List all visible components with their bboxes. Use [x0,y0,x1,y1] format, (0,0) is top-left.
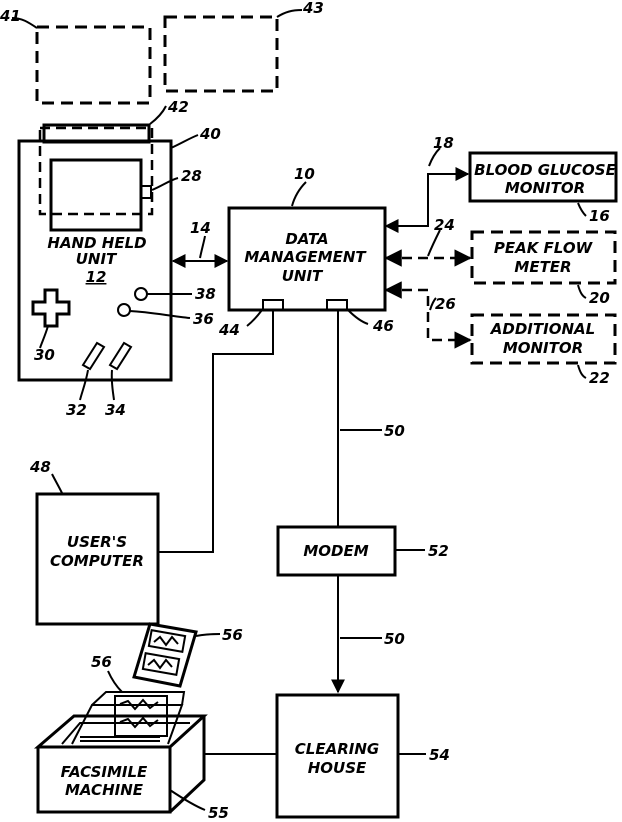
leader-40 [171,135,198,148]
ref-50b: 50 [384,630,405,648]
dmu-label-1: DATA [285,230,328,248]
ref-20: 20 [589,289,610,307]
add-label-2: MONITOR [503,339,583,357]
fax-label-1: FACSIMILE [61,763,148,781]
leader-36 [130,311,190,318]
leader-30 [40,326,48,348]
ref-52: 52 [428,542,449,560]
ref-14: 14 [190,219,211,237]
leader-14 [200,236,205,258]
direction-pad[interactable] [33,290,69,326]
ref-42: 42 [167,98,189,116]
ref-38: 38 [195,285,216,303]
button-38[interactable] [135,288,147,300]
ref-55: 55 [208,804,229,822]
leader-42 [150,106,166,124]
ref-48: 48 [29,458,51,476]
ref-43: 43 [302,0,324,17]
ref-12: 12 [86,268,107,286]
leader-10 [292,182,306,206]
ref-41: 41 [0,7,21,25]
ref-56b: 56 [91,653,112,671]
key-32[interactable] [83,343,104,369]
ch-label-1: CLEARING [295,740,379,758]
leader-48 [52,474,62,493]
hand-held-label-2: UNIT [76,250,118,268]
ref-36: 36 [193,310,214,328]
ref-28: 28 [181,167,202,185]
leader-43 [277,10,302,17]
ref-40: 40 [199,125,221,143]
leader-56b [108,671,122,692]
uc-label-1: USER'S [67,533,127,551]
optional-module-41 [37,27,150,103]
leader-28 [152,178,178,190]
pfm-label-2: METER [514,258,571,276]
ref-24: 24 [434,216,455,234]
ref-54: 54 [429,746,450,764]
link-26 [386,290,470,340]
uc-label-2: COMPUTER [50,552,144,570]
ref-56a: 56 [222,626,243,644]
fax-label-2: MACHINE [65,781,144,799]
button-36[interactable] [118,304,130,316]
ref-26: 26 [435,295,456,313]
dmu-label-2: MANAGEMENT [244,248,367,266]
bgm-label-1: BLOOD GLUCOSE [474,161,616,179]
leader-22 [578,365,586,378]
ref-22: 22 [589,369,610,387]
leader-46 [348,310,368,324]
display-screen [51,160,141,230]
key-34[interactable] [110,343,131,369]
ref-32: 32 [66,401,87,419]
leader-34 [112,370,114,400]
fax-printout-56 [134,624,196,686]
link-18 [386,174,468,226]
leader-32 [80,370,88,400]
dmu-label-3: UNIT [282,267,324,285]
link-44 [158,310,273,552]
ref-16: 16 [589,207,610,225]
ref-10: 10 [294,165,315,183]
ref-18: 18 [433,134,454,152]
optional-module-43 [165,17,277,91]
leader-56a [196,634,220,636]
leader-44 [247,310,262,326]
bgm-label-2: MONITOR [505,179,585,197]
leader-20 [578,285,586,298]
ref-44: 44 [218,321,240,339]
modem-label: MODEM [303,542,368,560]
pfm-label-1: PEAK FLOW [494,239,594,257]
ref-30: 30 [34,346,55,364]
ch-label-2: HOUSE [308,759,367,777]
ref-34: 34 [105,401,126,419]
ref-50a: 50 [384,422,405,440]
add-label-1: ADDITIONAL [490,320,595,338]
ref-46: 46 [372,317,394,335]
leader-16 [578,203,586,216]
